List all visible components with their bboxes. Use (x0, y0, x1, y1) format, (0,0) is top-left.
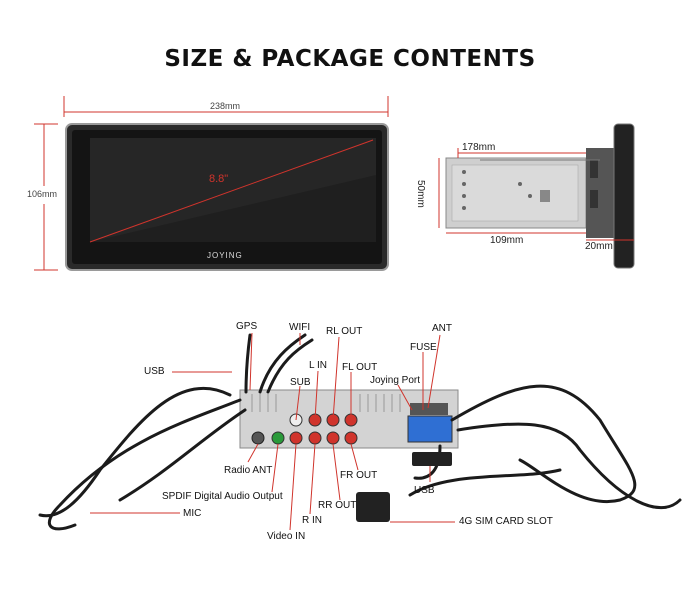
sim-label: 4G SIM CARD SLOT (459, 516, 553, 527)
mic-label: MIC (183, 508, 202, 519)
rear-panel (239, 389, 459, 449)
spdif-label: SPDIF Digital Audio Output (162, 491, 283, 502)
l-in-label: L IN (309, 360, 327, 371)
height-dimension (34, 123, 58, 271)
fl-out-label: FL OUT (342, 362, 378, 373)
ant-label: ANT (432, 323, 452, 334)
sim-module (356, 492, 390, 522)
faceplate-label: 20mm (585, 241, 613, 252)
joying-port-label: Joying Port (370, 375, 421, 386)
side-dimensions (438, 148, 634, 241)
radio-ant-label: Radio ANT (224, 465, 273, 476)
page-title: SIZE & PACKAGE CONTENTS (164, 46, 536, 72)
width-label: 238mm (210, 101, 241, 111)
rl-out-label: RL OUT (326, 326, 363, 337)
rr-out-label: RR OUT (318, 500, 357, 511)
usb-right-label: USB (414, 485, 435, 496)
usb-plug (412, 452, 452, 466)
gps-label: GPS (236, 321, 258, 332)
video-in-label: Video IN (267, 531, 306, 542)
r-in-label: R IN (302, 515, 322, 526)
brand-logo: JOYING (207, 251, 243, 260)
chassis-width-label: 109mm (490, 235, 524, 246)
fr-out-label: FR OUT (340, 470, 378, 481)
height-label: 106mm (27, 189, 58, 199)
head-unit-side (445, 123, 635, 269)
leader-lines (90, 332, 455, 531)
head-unit-front (65, 123, 389, 271)
diagonal-label: 8.8" (209, 173, 229, 185)
chassis-height-label: 50mm (415, 180, 426, 208)
sub-label: SUB (290, 377, 311, 388)
usb-left-label: USB (144, 366, 165, 377)
depth-label: 178mm (462, 142, 496, 153)
fuse-label: FUSE (410, 342, 437, 353)
wifi-label: WIFI (289, 322, 311, 333)
width-dimension (63, 96, 389, 117)
cables (38, 333, 682, 531)
